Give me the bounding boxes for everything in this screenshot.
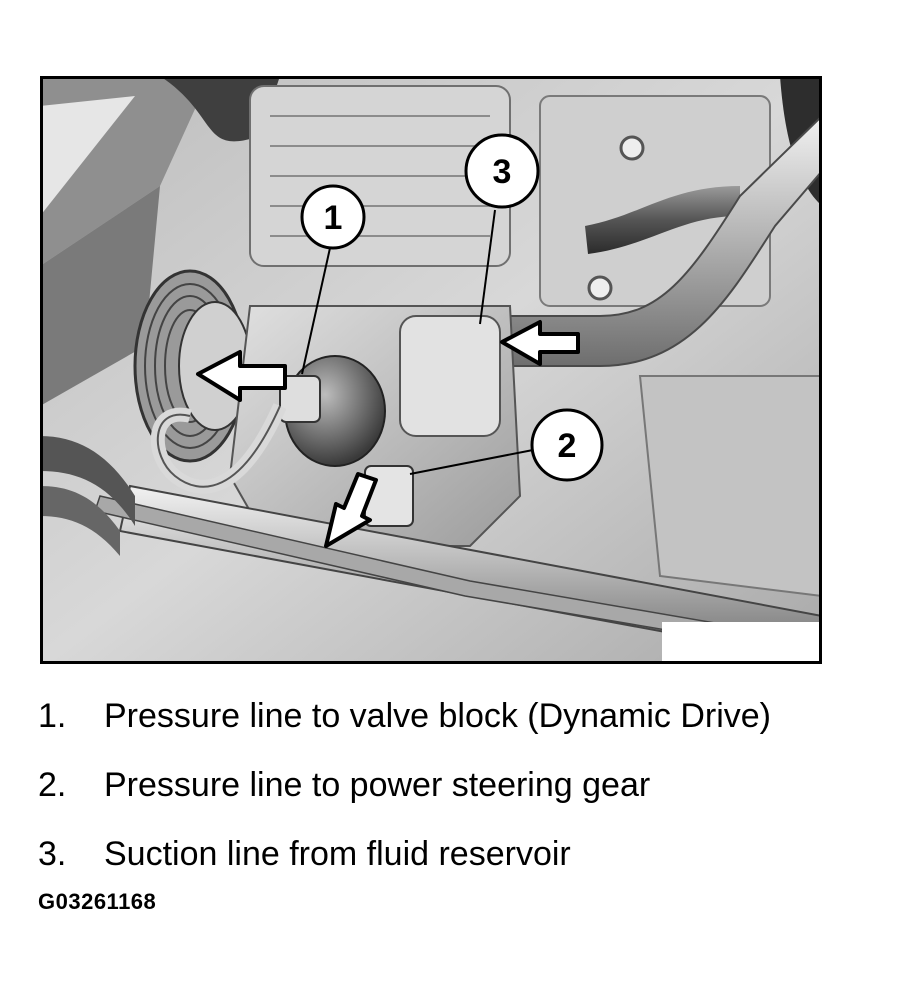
label-patch bbox=[662, 622, 820, 662]
callout-3-number: 3 bbox=[493, 153, 512, 191]
flow-arrow-down bbox=[324, 472, 378, 548]
legend-number: 1. bbox=[38, 697, 67, 735]
callout-2: 2 bbox=[530, 408, 604, 482]
callout-2-number: 2 bbox=[558, 427, 577, 465]
callout-1: 1 bbox=[300, 184, 366, 250]
engine-illustration: 1 3 2 bbox=[40, 76, 822, 664]
legend-item-2: 2. Pressure line to power steering gear bbox=[38, 765, 650, 805]
flow-arrow-left bbox=[196, 350, 287, 402]
leader-line-1 bbox=[301, 247, 331, 375]
legend-number: 3. bbox=[38, 835, 67, 873]
left-panel-dark bbox=[40, 186, 160, 406]
legend-item-1: 1. Pressure line to valve block (Dynamic … bbox=[38, 696, 771, 736]
leader-line-2 bbox=[409, 449, 534, 475]
pressure-fitting-1 bbox=[279, 375, 321, 423]
left-braided-hose bbox=[40, 436, 135, 526]
figure-frame bbox=[40, 76, 822, 664]
pressure-fitting-2 bbox=[364, 465, 414, 527]
left-braided-hose-2 bbox=[40, 486, 120, 556]
left-panel-light bbox=[40, 96, 135, 216]
leader-line-3 bbox=[479, 209, 496, 325]
figure-id: G03261168 bbox=[38, 889, 157, 914]
callout-3: 3 bbox=[464, 133, 540, 209]
callout-1-number: 1 bbox=[324, 199, 343, 237]
legend-text: Suction line from fluid reservoir bbox=[104, 835, 571, 873]
pump-housing bbox=[399, 315, 501, 437]
upper-right-hose bbox=[585, 186, 740, 254]
legend-text: Pressure line to power steering gear bbox=[104, 766, 651, 804]
lower-bracket bbox=[638, 375, 822, 598]
legend-text: Pressure line to valve block (Dynamic Dr… bbox=[104, 697, 771, 735]
legend-number: 2. bbox=[38, 766, 67, 804]
bolt bbox=[587, 275, 613, 301]
legend-item-3: 3. Suction line from fluid reservoir bbox=[38, 834, 571, 874]
bolt bbox=[619, 135, 645, 161]
flow-arrow-right bbox=[500, 320, 580, 366]
